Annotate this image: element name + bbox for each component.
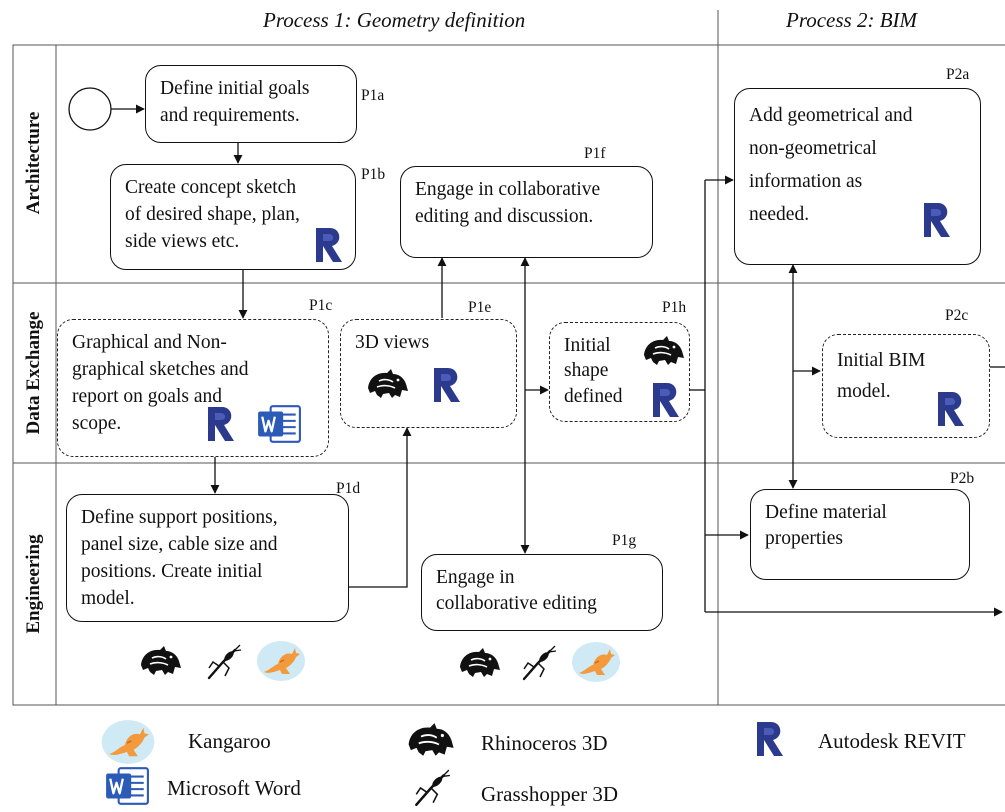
process-2-header: Process 2: BIM — [786, 8, 918, 32]
step-p1g-id: P1g — [612, 532, 637, 549]
rhino-icon — [138, 645, 182, 677]
rhino-icon — [457, 647, 501, 679]
step-p1g: Engage in collaborative editing — [421, 554, 663, 631]
flow-connectors — [111, 104, 1005, 617]
step-p1e-text: 3D views — [355, 332, 430, 353]
step-p1g-text: Engage in collaborative editing — [436, 567, 597, 615]
step-p2b: Define material properties — [750, 489, 970, 580]
step-p1a-id: P1a — [361, 87, 385, 104]
legend-word-label: Microsoft Word — [167, 776, 301, 800]
kangaroo-icon — [256, 640, 306, 682]
step-p2c: Initial BIM model. — [822, 334, 990, 438]
kangaroo-icon — [100, 719, 156, 765]
legend-kangaroo-label: Kangaroo — [188, 729, 271, 753]
step-p2b-id: P2b — [950, 470, 975, 487]
legend-rhino-label: Rhinoceros 3D — [481, 731, 608, 755]
word-icon — [104, 765, 150, 807]
legend-grasshopper-label: Grasshopper 3D — [481, 782, 619, 806]
swimlane-grid — [12, 10, 1005, 706]
step-p1f-text: Engage in collaborative editing and disc… — [415, 179, 601, 227]
revit-icon — [936, 390, 966, 428]
step-p2c-text: Initial BIM model. — [837, 350, 926, 403]
step-p1f-id: P1f — [584, 145, 606, 162]
step-p1c-id: P1c — [309, 297, 333, 314]
step-p1e-id: P1e — [468, 299, 492, 316]
step-p1a: Define initial goals and requirements. — [145, 65, 357, 143]
step-p1d: Define support positions, panel size, ca… — [66, 494, 349, 622]
word-icon — [256, 403, 302, 445]
step-p1e: 3D views — [340, 319, 517, 428]
revit-icon — [651, 381, 681, 419]
step-p2b-text: Define material properties — [765, 502, 887, 550]
step-p1c-text: Graphical and Non- graphical sketches an… — [72, 332, 249, 434]
step-p1d-id: P1d — [336, 480, 361, 497]
revit-icon — [314, 226, 344, 264]
revit-icon — [432, 366, 462, 404]
rhino-icon — [405, 722, 455, 758]
step-p1h-text: Initial shape defined — [564, 335, 623, 407]
revit-icon — [922, 201, 952, 239]
revit-icon — [755, 720, 785, 758]
rhino-icon — [641, 335, 685, 367]
step-p1f: Engage in collaborative editing and disc… — [400, 166, 653, 258]
lane-engineering-label: Engineering — [23, 534, 44, 634]
lane-data-exchange-label: Data Exchange — [23, 311, 44, 435]
step-p2a: Add geometrical and non-geometrical info… — [734, 88, 981, 265]
legend-revit-label: Autodesk REVIT — [818, 729, 966, 753]
step-p2a-id: P2a — [946, 66, 970, 83]
step-p2a-text: Add geometrical and non-geometrical info… — [749, 105, 913, 226]
step-p1d-text: Define support positions, panel size, ca… — [81, 507, 278, 609]
step-p1b-text: Create concept sketch of desired shape, … — [125, 177, 300, 252]
process-1-header: Process 1: Geometry definition — [263, 8, 526, 32]
lane-architecture-label: Architecture — [23, 111, 44, 215]
step-p1a-text: Define initial goals and requirements. — [160, 78, 310, 126]
grasshopper-icon — [410, 767, 452, 809]
start-event — [68, 87, 112, 131]
grasshopper-icon — [203, 642, 243, 682]
step-p2c-id: P2c — [945, 307, 969, 324]
rhino-icon — [365, 368, 409, 400]
step-p1h-id: P1h — [662, 299, 687, 316]
step-p1b: Create concept sketch of desired shape, … — [110, 164, 356, 270]
kangaroo-icon — [571, 641, 621, 683]
step-p1b-id: P1b — [361, 166, 386, 183]
grasshopper-icon — [518, 643, 558, 683]
revit-icon — [206, 405, 236, 443]
